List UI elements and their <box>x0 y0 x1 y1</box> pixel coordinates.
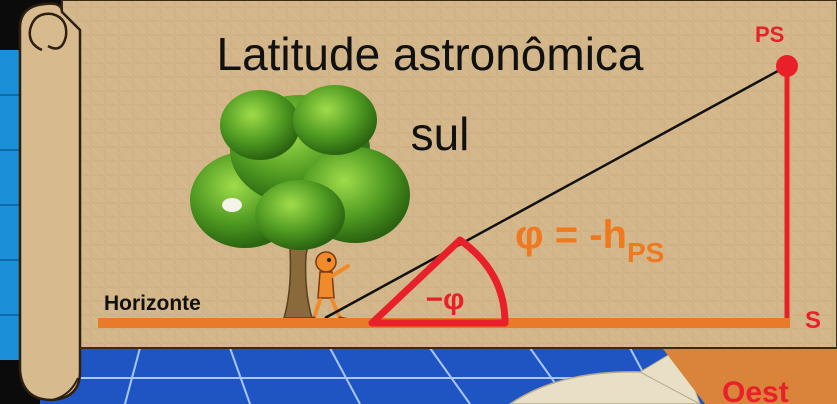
pole-label: PS <box>755 22 784 47</box>
blue-tiled-floor <box>40 345 837 404</box>
horizon-label: Horizonte <box>104 292 201 315</box>
corner-text: Oest <box>722 376 789 404</box>
parchment-scroll <box>18 0 837 402</box>
formula-subscript: PS <box>627 237 664 268</box>
title-line-2: sul <box>411 108 470 160</box>
tree-illustration <box>190 85 410 319</box>
line-of-sight <box>324 64 788 320</box>
pole-point <box>776 55 798 77</box>
formula-main: φ = -h <box>515 213 627 257</box>
formula-text: φ = -hPS <box>515 213 664 268</box>
south-label: S <box>805 307 821 334</box>
angle-arc <box>368 236 509 327</box>
left-blue-strip <box>0 50 22 360</box>
title-line-1: Latitude astronômica <box>216 28 643 80</box>
angle-label: −φ <box>426 283 465 316</box>
